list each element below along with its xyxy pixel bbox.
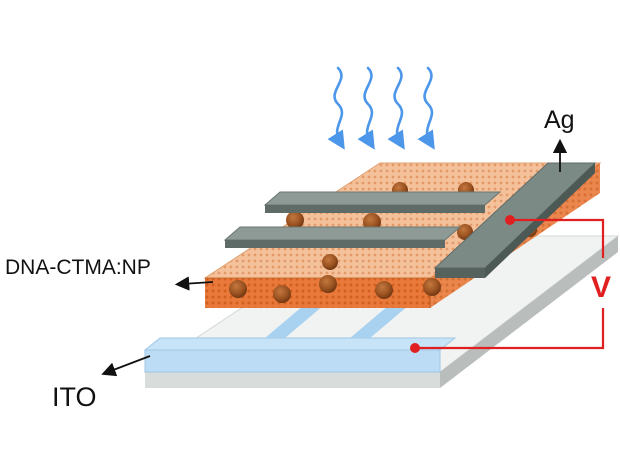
nanoparticle	[322, 254, 338, 270]
nanoparticle	[319, 275, 337, 293]
dna-pointer	[174, 276, 214, 291]
circuit-contact-dot	[410, 343, 420, 353]
ito-pointer	[101, 355, 151, 377]
light-arrow	[327, 66, 345, 150]
voltage-label: V	[591, 271, 611, 304]
nanoparticle	[229, 280, 247, 298]
label-pointers	[101, 138, 568, 377]
light-arrow	[357, 66, 375, 150]
light-incidence-arrows	[327, 66, 435, 150]
ito-electrode	[143, 300, 457, 373]
ag-label: Ag	[544, 106, 575, 134]
nanoparticle	[375, 281, 393, 299]
nanoparticle	[423, 278, 441, 296]
nanoparticle	[286, 211, 304, 229]
voltage-circuit	[415, 218, 605, 350]
light-arrow	[387, 66, 405, 150]
dna-ctma-np-label: DNA-CTMA:NP	[5, 256, 151, 279]
ito-label: ITO	[52, 382, 97, 412]
light-arrow	[417, 66, 435, 150]
nanoparticle	[273, 285, 291, 303]
circuit-contact-dot	[505, 215, 515, 225]
